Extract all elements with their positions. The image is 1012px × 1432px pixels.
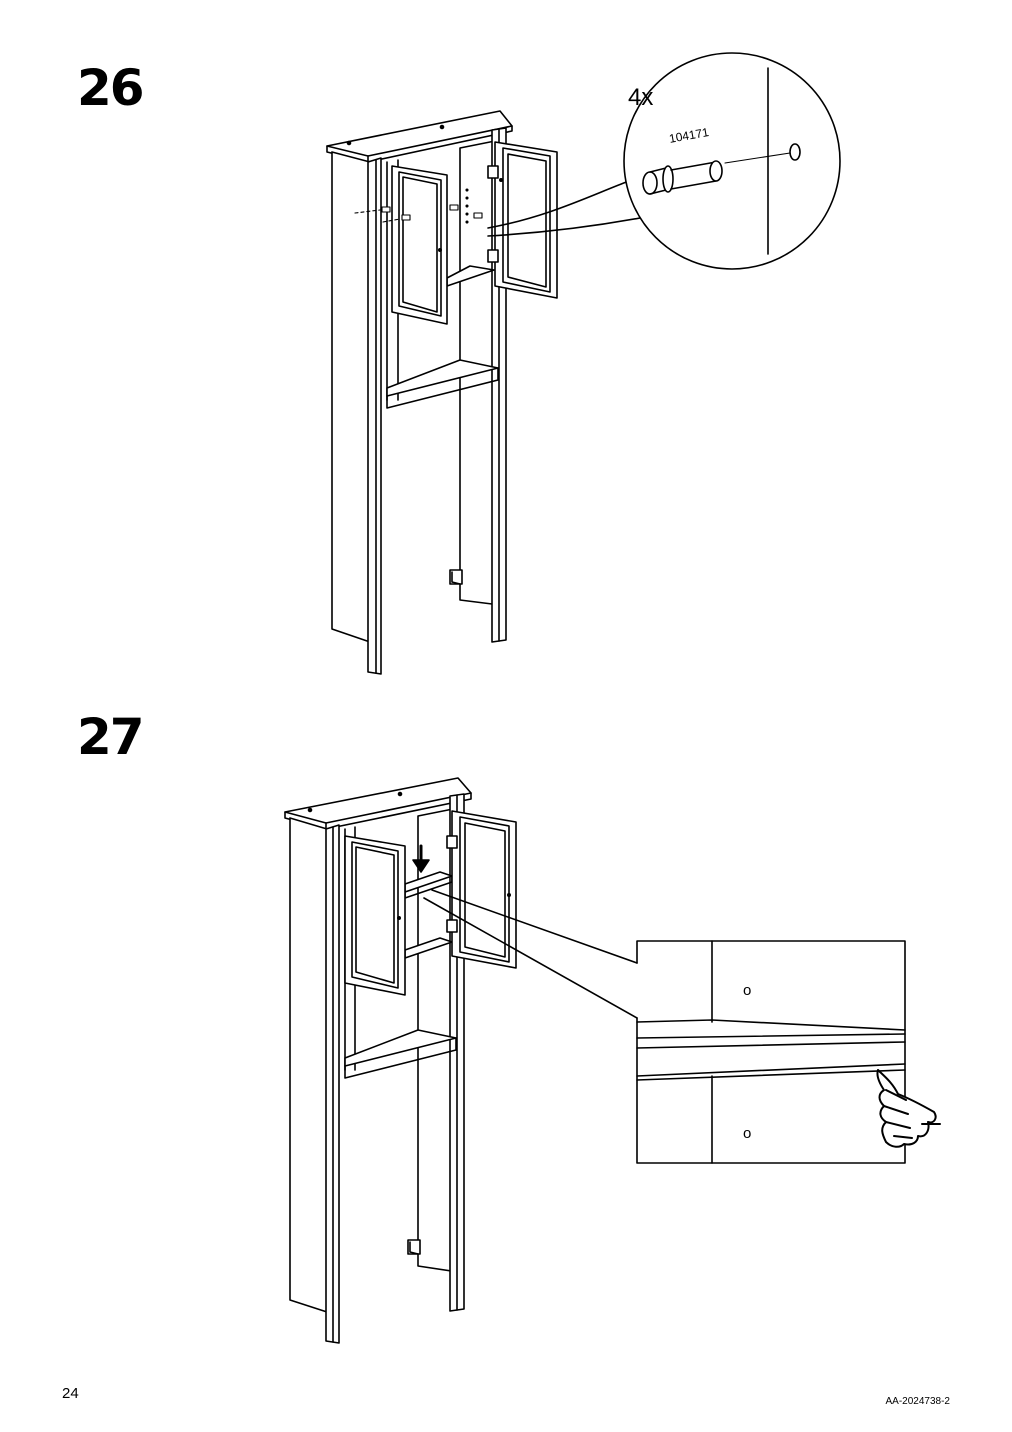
step-26-illustration bbox=[326, 52, 841, 675]
detail-mark-upper: o bbox=[743, 982, 752, 999]
hand-pointing-icon bbox=[876, 1069, 941, 1148]
dowel-holes bbox=[354, 188, 483, 224]
document-code: AA-2024738-2 bbox=[885, 1396, 951, 1407]
left-door-27 bbox=[344, 835, 406, 996]
dowel-104171 bbox=[642, 160, 723, 195]
callout-circle-26 bbox=[623, 52, 841, 270]
left-door bbox=[391, 165, 448, 325]
wall-bracket bbox=[449, 569, 463, 585]
page-number: 24 bbox=[62, 1385, 79, 1402]
cabinet-lower-shelf bbox=[386, 359, 499, 409]
step-number-27: 27 bbox=[77, 708, 145, 766]
right-door-27 bbox=[446, 810, 517, 969]
detail-mark-lower: o bbox=[743, 1125, 752, 1142]
cabinet-side-panel-left-27 bbox=[289, 817, 328, 1313]
down-arrow-icon bbox=[412, 844, 430, 873]
cabinet-lower-shelf-27 bbox=[344, 1029, 457, 1079]
callout-leader-27 bbox=[431, 889, 638, 964]
step-number-26: 26 bbox=[77, 59, 145, 117]
callout-quantity: 4x bbox=[628, 84, 654, 111]
wall-bracket-27 bbox=[407, 1239, 421, 1255]
cabinet-front-leg-left bbox=[367, 157, 382, 675]
detail-box-27 bbox=[636, 940, 906, 1164]
